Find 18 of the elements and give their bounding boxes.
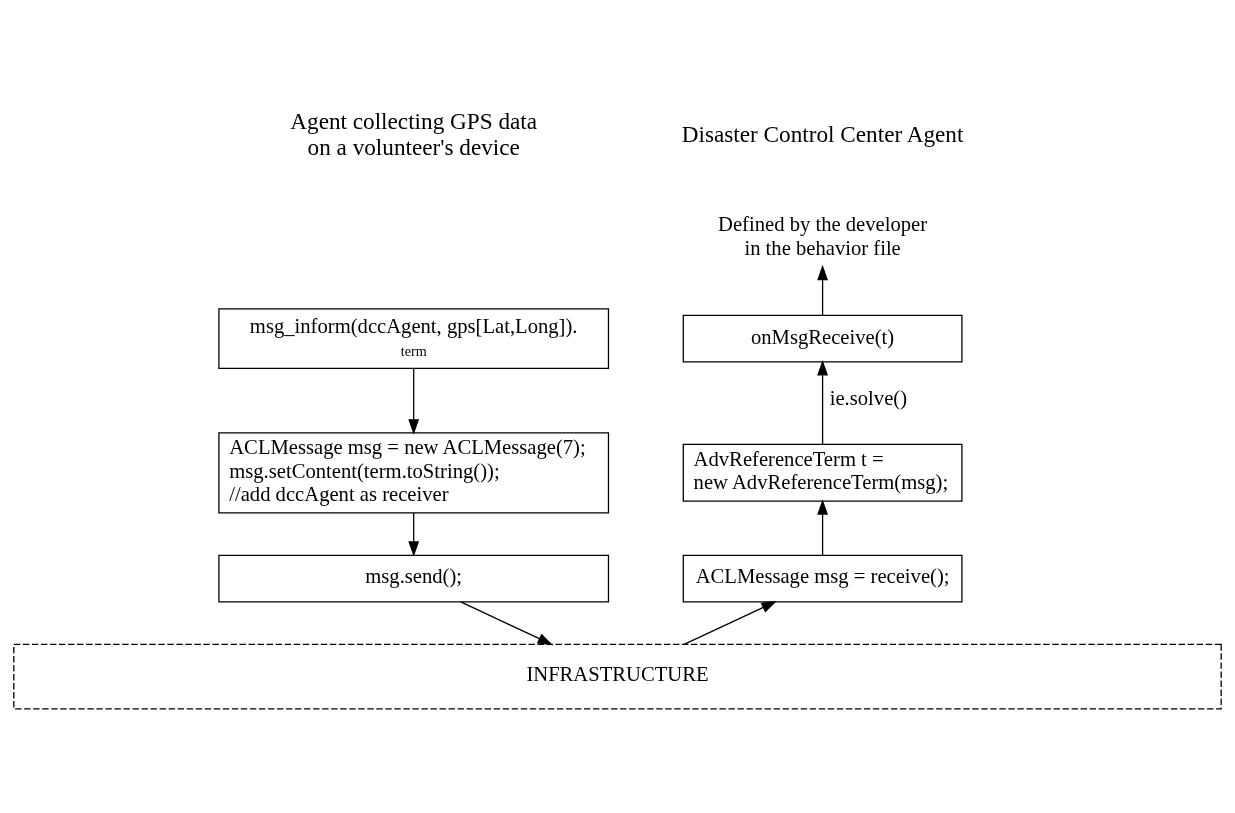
arrow — [817, 359, 828, 445]
node-box: msg.send(); — [218, 554, 610, 602]
node-box: msg_inform(dccAgent, gps[Lat,Long]). term — [218, 307, 610, 369]
label: Agent collecting GPS data on a volunteer's device — [290, 107, 538, 160]
edge-label: ie.solve() — [829, 386, 908, 409]
node-text: Defined by the developer in the behavior file — [718, 212, 928, 259]
node-box: AdvReferenceTerm t = new AdvReferenceTerm(msg); — [682, 443, 963, 502]
arrow — [408, 367, 420, 435]
label: Disaster Control Center Agent — [681, 120, 964, 147]
arrow — [683, 600, 777, 645]
arrow — [817, 264, 828, 316]
node-box: INFRASTRUCTURE — [13, 643, 1222, 709]
arrow — [408, 511, 420, 557]
node-box: onMsgReceive(t) — [682, 314, 963, 362]
arrow — [460, 600, 554, 645]
arrow — [817, 498, 828, 556]
node-box: ACLMessage msg = new ACLMessage(7); msg.setContent(term.toString()); //add dccAgent as receiver — [218, 431, 610, 513]
node-box: ACLMessage msg = receive(); — [682, 554, 963, 602]
